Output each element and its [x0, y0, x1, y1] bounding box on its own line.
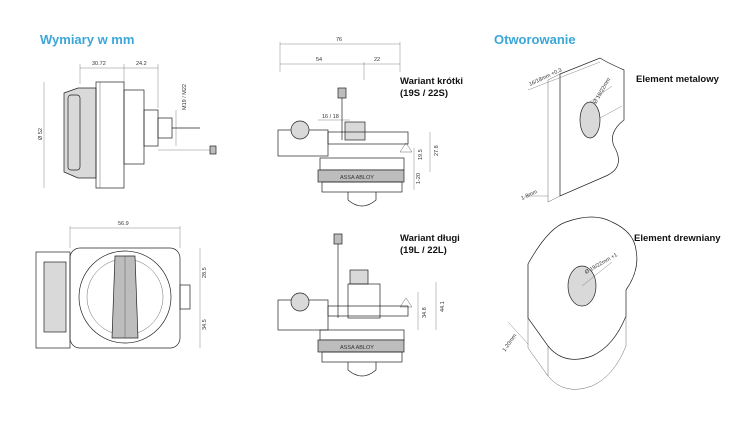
metal-element-drawing — [526, 57, 625, 203]
wood-element-label: Element drewniany — [634, 233, 721, 244]
long-variant-title: Wariant długi — [400, 233, 460, 244]
short-variant-drawing — [277, 42, 431, 207]
dim-44-1: 44.1 — [440, 301, 446, 312]
long-variant-codes: (19L / 22L) — [400, 245, 447, 256]
dim-28-5: 28.5 — [202, 267, 208, 278]
dim-diameter-52: Ø 52 — [38, 128, 44, 140]
dim-19-5: 19.5 — [418, 149, 424, 160]
dim-54: 54 — [316, 57, 322, 63]
wood-element-drawing — [507, 216, 638, 390]
short-variant-title: Wariant krótki — [400, 76, 463, 87]
side-view-drawing — [43, 64, 217, 189]
dim-30-72: 30.72 — [92, 61, 106, 67]
long-variant-drawing — [277, 233, 437, 377]
dim-34-8: 34.8 — [422, 307, 428, 318]
dim-hole-metal: 16/18mm +0.3 — [528, 67, 563, 87]
front-view-drawing — [35, 226, 201, 349]
dim-m19-m22: M19 / M22 — [182, 84, 188, 110]
dim-24-2: 24.2 — [136, 61, 147, 67]
dim-56-9: 56.9 — [118, 221, 129, 227]
dim-thickness-metal: 1-8mm — [520, 189, 538, 202]
dim-27-8: 27.8 — [434, 145, 440, 156]
dimensions-heading: Wymiary w mm — [40, 32, 135, 47]
dim-1-20: 1-20 — [416, 173, 422, 184]
dim-22: 22 — [374, 57, 380, 63]
dim-76: 76 — [336, 37, 342, 43]
dim-34-5: 34.5 — [202, 319, 208, 330]
metal-element-label: Element metalowy — [636, 74, 719, 85]
dim-diameter-metal: Ø 19/22mm — [593, 77, 613, 105]
long-variant-label: Wariant długi (19L / 22L) — [400, 233, 460, 257]
dim-hole-wood: Ø 19/22mm +1 — [584, 252, 619, 275]
brand-mark-long: ASSA ABLOY — [340, 345, 374, 351]
brand-mark-short: ASSA ABLOY — [340, 175, 374, 181]
dim-thickness-wood: 1-20mm — [502, 333, 519, 353]
dim-16-18: 16 / 18 — [322, 114, 339, 120]
short-variant-codes: (19S / 22S) — [400, 88, 449, 99]
short-variant-label: Wariant krótki (19S / 22S) — [400, 76, 463, 100]
openings-heading: Otworowanie — [494, 32, 576, 47]
